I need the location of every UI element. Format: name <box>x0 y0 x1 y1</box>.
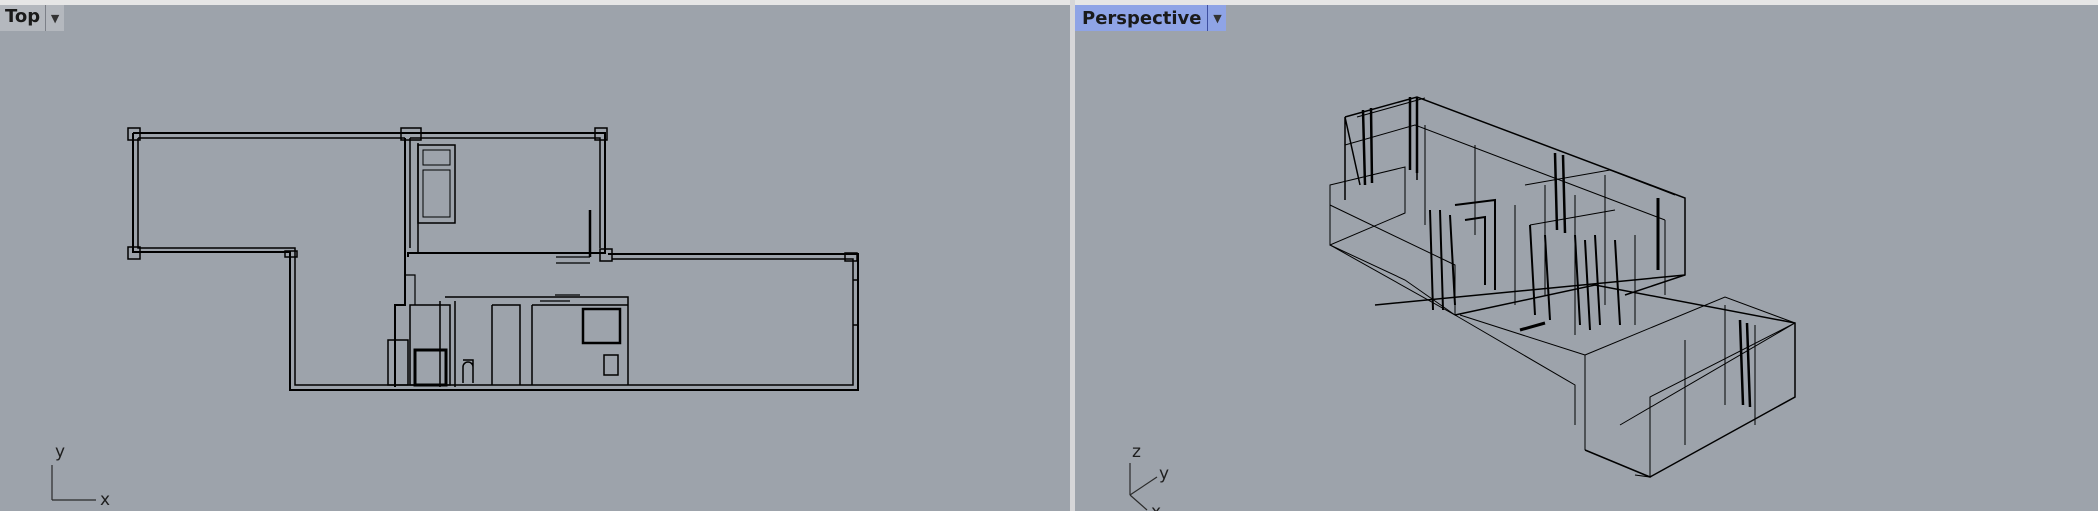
perspective-wireframe-model[interactable]: z y x <box>1075 5 2098 511</box>
caret-down-icon[interactable]: ▼ <box>45 5 64 31</box>
viewport-tab-top[interactable]: Top ▼ <box>0 5 65 31</box>
axis-label-y: y <box>1159 464 1169 484</box>
top-axis-gizmo <box>51 465 96 501</box>
viewport-title-top[interactable]: Top <box>5 6 41 27</box>
top-view-plan-drawing[interactable]: y x <box>0 5 1070 511</box>
axis-label-z: z <box>1132 442 1141 462</box>
viewport-tab-perspective[interactable]: Perspective ▼ <box>1075 5 1227 31</box>
viewport-splitter[interactable] <box>1070 0 1075 511</box>
perspective-axis-gizmo <box>1129 463 1158 511</box>
perspective-viewport[interactable]: z y x Perspective ▼ <box>1075 5 2098 511</box>
axis-label-x: x <box>100 490 110 510</box>
top-viewport[interactable]: y x Top ▼ <box>0 5 1070 511</box>
caret-down-icon[interactable]: ▼ <box>1207 5 1226 31</box>
plan-wall <box>133 132 606 257</box>
axis-label-x: x <box>1151 502 1161 511</box>
viewport-title-perspective[interactable]: Perspective <box>1082 8 1202 29</box>
window-top-border <box>0 0 2098 5</box>
axis-label-y: y <box>55 442 65 462</box>
